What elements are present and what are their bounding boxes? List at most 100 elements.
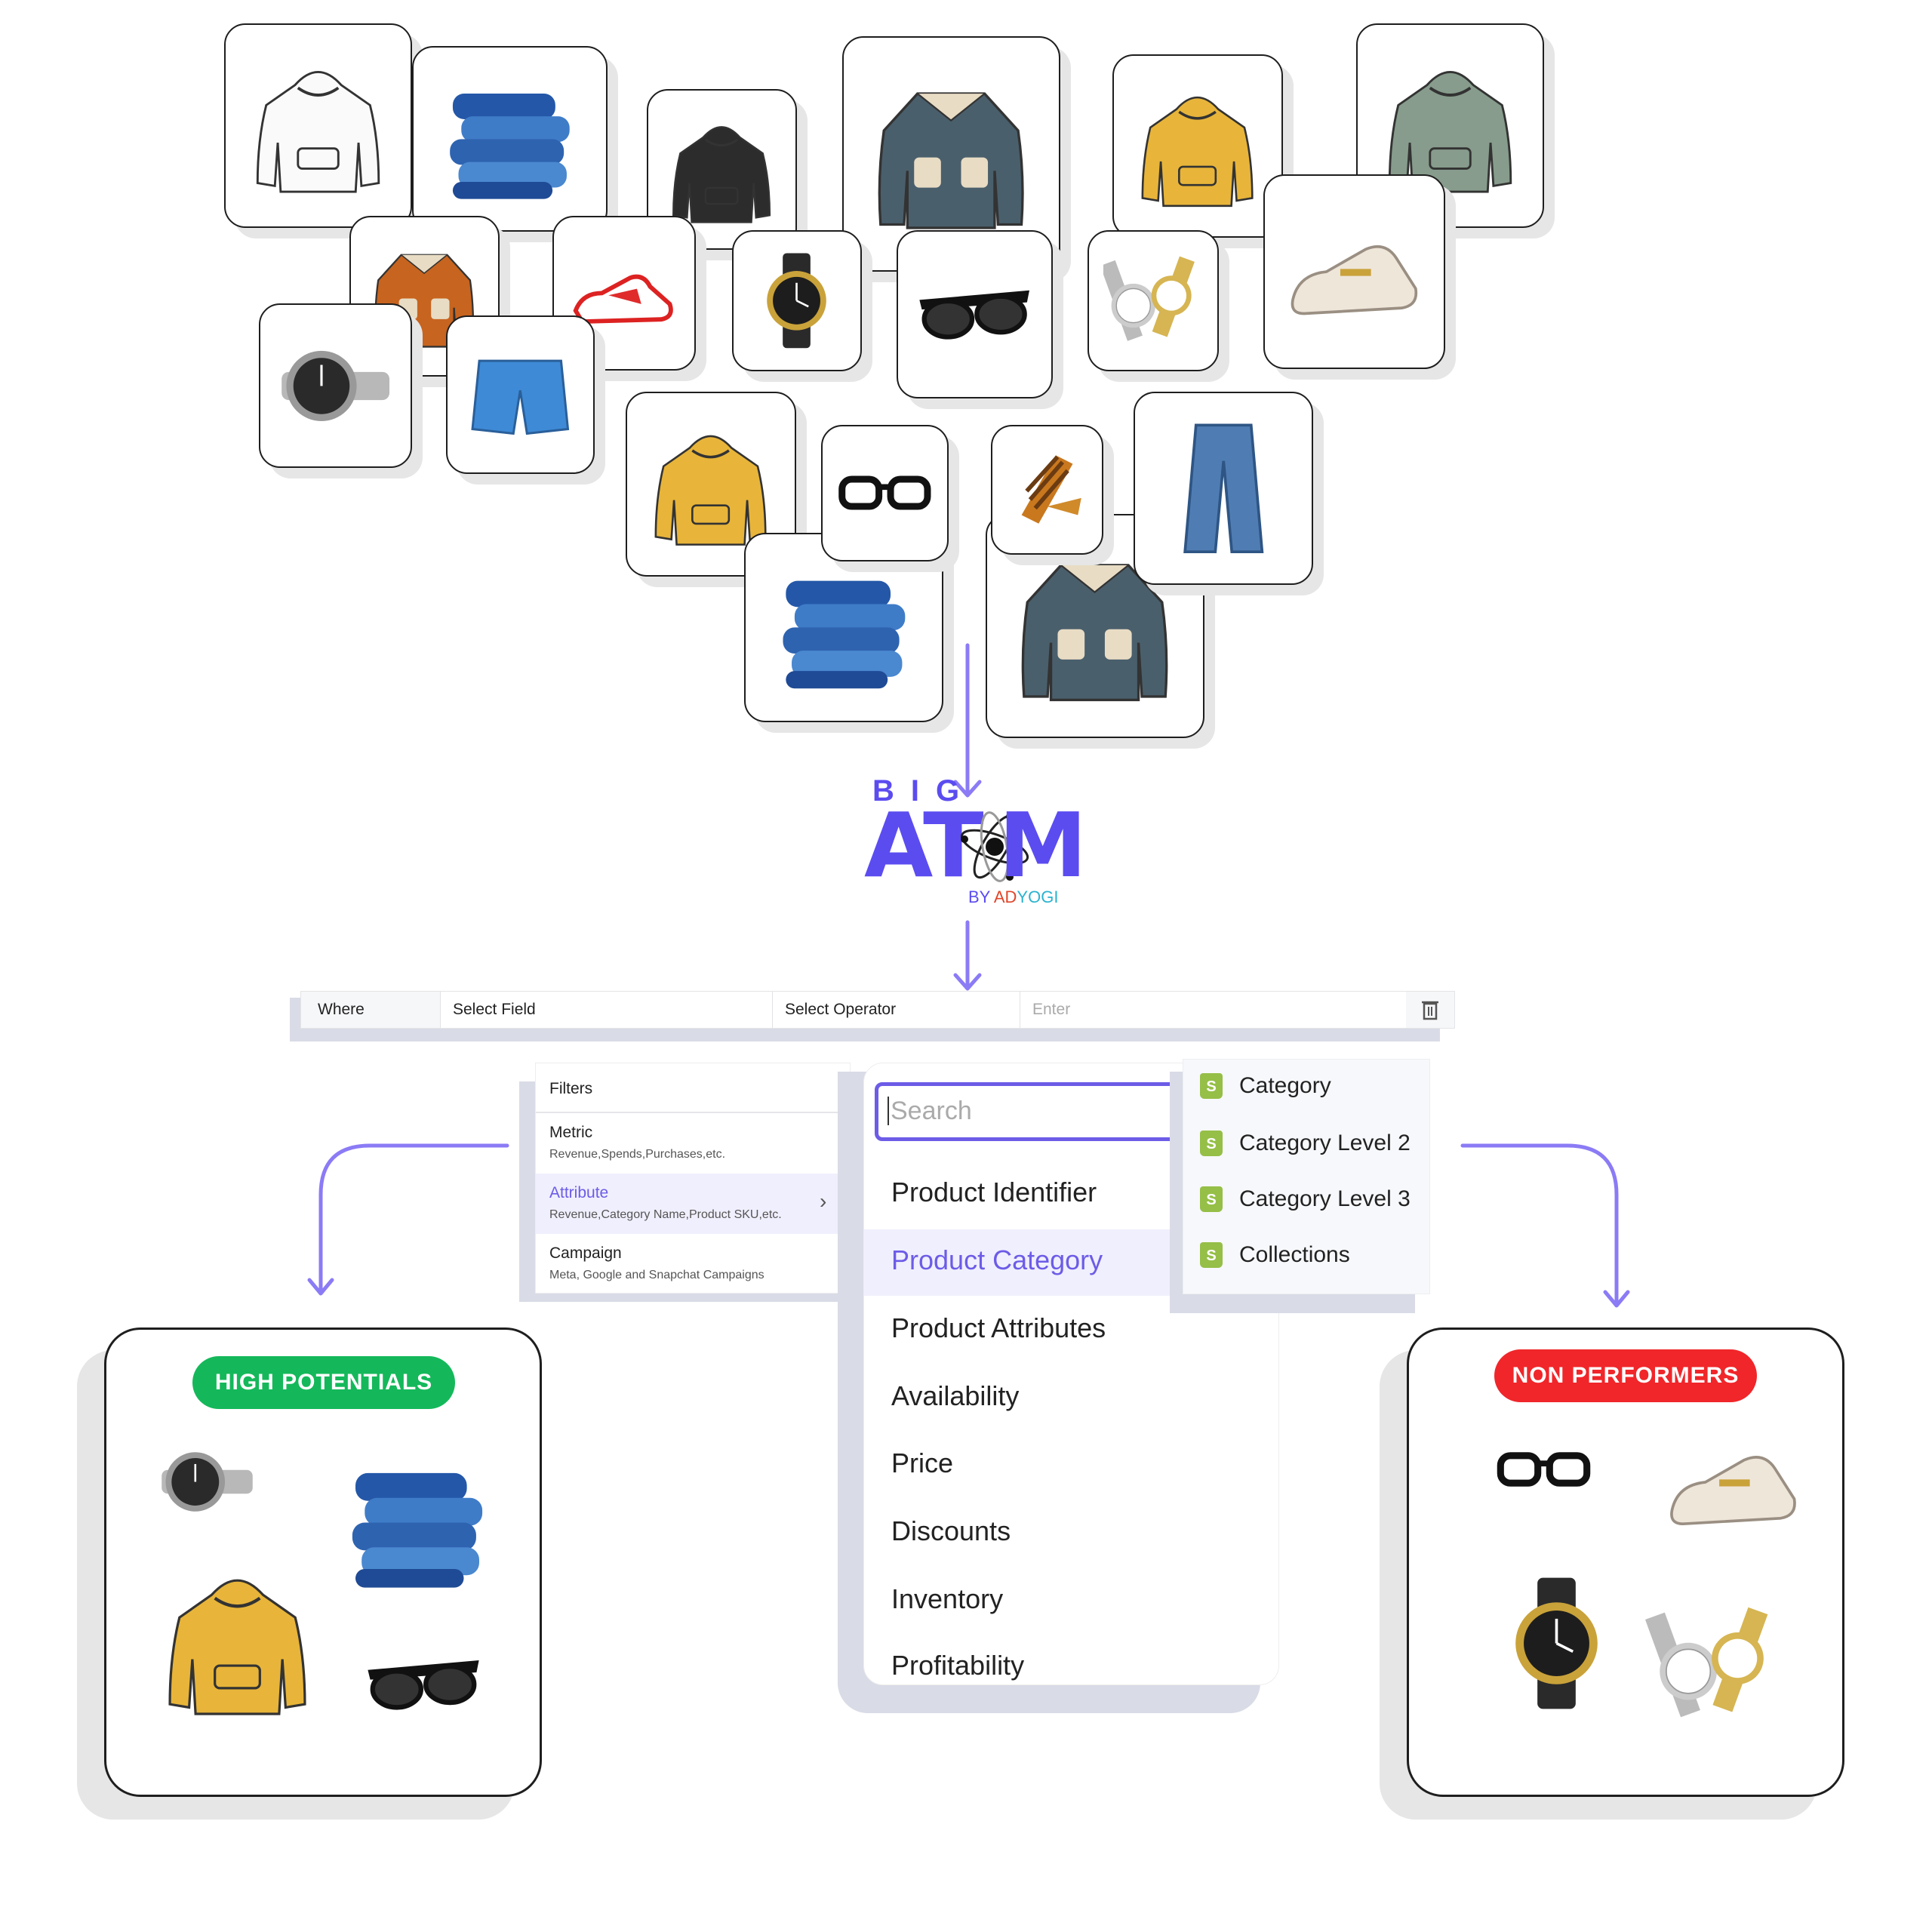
product-tile-black-gold-watch (732, 230, 862, 371)
logo-at: AT (864, 793, 984, 897)
filters-title: Filters (536, 1063, 850, 1113)
product-two-tone-watches (1643, 1600, 1786, 1730)
jeans-icon (435, 68, 585, 211)
arrow-logo-to-filter (953, 920, 982, 991)
submenu-item-label: Category (1239, 1073, 1331, 1098)
high-potentials-card: HIGH POTENTIALS (104, 1327, 542, 1797)
hoodie-icon (1132, 75, 1263, 216)
glasses-icon (836, 441, 934, 545)
product-sunglasses (337, 1624, 510, 1745)
submenu-item[interactable]: S Collections (1200, 1242, 1350, 1268)
product-black-gold-watch (1488, 1538, 1625, 1749)
submenu-item[interactable]: S Category Level 3 (1200, 1186, 1411, 1212)
trash-icon (1422, 1001, 1438, 1020)
jeans-icon (331, 1445, 504, 1600)
search-placeholder: Search (888, 1097, 972, 1125)
dropdown-item[interactable]: Product Attributes (891, 1312, 1106, 1343)
logo-brand-b: YOGI (1017, 888, 1059, 906)
logo-byline: BY ADYOGI (968, 888, 1058, 907)
shopify-icon: S (1200, 1073, 1223, 1099)
product-tile-two-tone-watches (1088, 230, 1219, 371)
dropdown-item[interactable]: Price (891, 1447, 954, 1478)
dropdown-item[interactable]: Discounts (891, 1515, 1011, 1546)
pants-icon (1155, 414, 1293, 563)
chevron-right-icon: › (820, 1189, 827, 1213)
search-input[interactable]: Search (875, 1082, 1207, 1141)
product-tile-wide-jeans (1134, 392, 1313, 585)
glasses-icon (1463, 1420, 1624, 1518)
product-tile-loafers (1263, 174, 1445, 369)
watches-icon (1643, 1600, 1786, 1730)
watch-icon (747, 247, 846, 355)
non-performers-badge: NON PERFORMERS (1494, 1349, 1757, 1402)
watch-icon (277, 323, 394, 449)
hoodie-icon (664, 108, 779, 231)
filter-item-label: Attribute (549, 1184, 609, 1201)
submenu-item-label: Category Level 2 (1239, 1131, 1411, 1155)
hoodie-icon (157, 1544, 318, 1736)
where-label: Where (318, 1001, 365, 1018)
sunglasses-icon (337, 1624, 510, 1745)
loafer-icon (1284, 197, 1424, 346)
product-tile-striped-scarf (991, 425, 1103, 555)
watch-icon (139, 1432, 275, 1531)
logo-by: BY (968, 888, 990, 906)
jacket-icon (867, 63, 1035, 245)
select-operator-dropdown[interactable]: Select Operator (772, 992, 1020, 1028)
product-eyeglasses (1463, 1420, 1624, 1518)
hoodie-icon (246, 47, 390, 204)
filter-item-description: Revenue,Spends,Purchases,etc. (549, 1148, 726, 1161)
product-tile-denim-shorts (446, 315, 595, 474)
watch-icon (1488, 1538, 1625, 1749)
high-potentials-badge: HIGH POTENTIALS (192, 1356, 455, 1409)
dropdown-item[interactable]: Inventory (891, 1583, 1004, 1614)
submenu-item[interactable]: S Category Level 2 (1200, 1131, 1411, 1156)
non-performers-card: NON PERFORMERS (1407, 1327, 1844, 1797)
loafer-icon (1656, 1413, 1810, 1552)
big-atom-logo: BIG AT M BY ADYOGI (860, 774, 1087, 910)
atom-icon (960, 811, 1029, 882)
filter-item-label: Metric (549, 1124, 593, 1141)
jeans-icon (768, 555, 921, 700)
scarf-icon (1004, 440, 1090, 539)
product-tile-hoodie-sketch (224, 23, 412, 228)
submenu-item[interactable]: S Category (1200, 1073, 1331, 1099)
submenu-item-label: Collections (1239, 1242, 1350, 1267)
dropdown-item[interactable]: Product Identifier (891, 1177, 1097, 1208)
shopify-icon: S (1200, 1186, 1223, 1212)
product-tile-yellow-hoodie (1112, 54, 1283, 238)
logo-m: M (998, 793, 1088, 897)
arrow-to-non-performers (1460, 1143, 1630, 1308)
shopify-icon: S (1200, 1242, 1223, 1268)
submenu-item-label: Category Level 3 (1239, 1186, 1411, 1211)
product-tile-jeans-stack (412, 46, 608, 232)
product-tile-eyeglasses (821, 425, 949, 561)
category-submenu: S Category S Category Level 2 S Category Le… (1183, 1059, 1430, 1294)
product-tile-silver-watch (259, 303, 412, 468)
logo-big: BIG (872, 774, 977, 808)
value-input[interactable]: Enter (1020, 992, 1406, 1028)
watches-icon (1103, 247, 1204, 355)
filter-item-label: Campaign (549, 1244, 622, 1262)
filter-item-description: Meta, Google and Snapchat Campaigns (549, 1269, 764, 1281)
logo-brand-a: AD (993, 888, 1017, 906)
product-jeans-stack (331, 1445, 504, 1600)
sunglasses-icon (915, 250, 1034, 379)
select-field-dropdown[interactable]: Select Field (440, 992, 772, 1028)
dropdown-item[interactable]: Availability (891, 1380, 1020, 1411)
delete-button[interactable] (1406, 999, 1454, 1020)
shopify-icon: S (1200, 1131, 1223, 1156)
product-tile-sunglasses (897, 230, 1053, 398)
arrow-to-high-potentials (307, 1143, 509, 1296)
product-loafers (1656, 1413, 1810, 1552)
filter-bar: Where Select Field Select Operator Enter (300, 991, 1455, 1029)
dropdown-item[interactable]: Profitability (891, 1650, 1025, 1681)
arrow-collage-to-logo (953, 643, 982, 798)
shorts-icon (463, 334, 577, 456)
filter-item-description: Revenue,Category Name,Product SKU,etc. (549, 1208, 782, 1221)
product-silver-watch (139, 1432, 275, 1531)
